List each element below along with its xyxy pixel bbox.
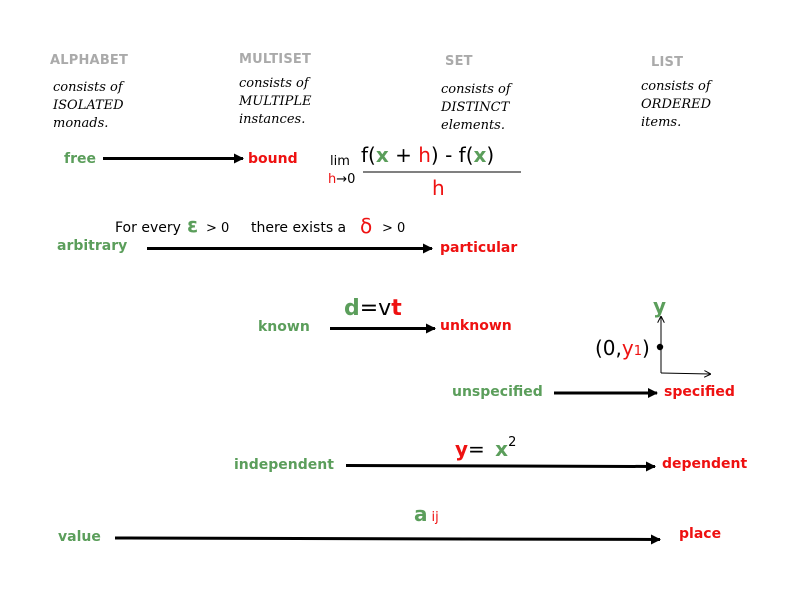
axis-y-label: y (653, 294, 667, 318)
label-bound: bound (248, 151, 298, 167)
label-unspecified: unspecified (452, 384, 543, 400)
label-independent: independent (234, 457, 334, 473)
arrow-value-place (114, 534, 661, 545)
label-particular: particular (440, 240, 518, 256)
label-unknown: unknown (440, 318, 512, 334)
point-dot (656, 343, 664, 351)
label-free: free (64, 151, 96, 167)
epsilon-gt-zero: > 0 (206, 221, 230, 236)
label-arbitrary: arbitrary (57, 238, 128, 254)
desc-set: consists of DISTINCT elements. (441, 82, 511, 133)
epsilon-symbol: ε (187, 213, 199, 237)
delta-gt-zero: > 0 (382, 221, 406, 236)
desc-multiset: consists of MULTIPLE instances. (239, 76, 312, 127)
label-place: place (679, 526, 722, 542)
dvt-equation: d=vt (344, 296, 402, 321)
function-equation: y= x2 (455, 435, 517, 461)
label-specified: specified (664, 384, 735, 400)
x-axis (660, 373, 710, 374)
limit-numerator: f(x + h) - f(x) (361, 143, 495, 167)
header-alphabet: ALPHABET (50, 53, 129, 68)
point-label: (0,y1) (595, 336, 650, 360)
arrow-independent-dependent (345, 461, 656, 472)
header-multiset: MULTISET (239, 52, 312, 67)
limit-denominator: h (432, 176, 445, 200)
header-set: SET (445, 54, 473, 69)
there-exists-text: there exists a (251, 220, 347, 236)
for-every-text: For every (115, 220, 181, 236)
lim-subscript: h→0 (328, 172, 356, 187)
desc-list: consists of ORDERED items. (641, 79, 712, 130)
desc-alphabet: consists of ISOLATED monads. (53, 80, 124, 131)
label-known: known (258, 319, 310, 335)
delta-symbol: δ (360, 214, 373, 238)
lim-text: lim (330, 154, 350, 169)
header-list: LIST (651, 55, 684, 70)
label-value: value (58, 529, 101, 545)
label-dependent: dependent (662, 456, 748, 472)
